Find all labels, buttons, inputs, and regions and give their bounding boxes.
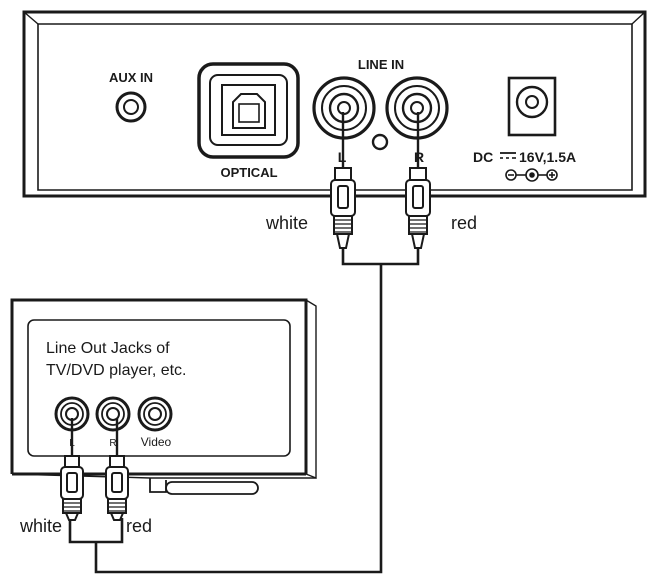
dc-label: DC: [473, 149, 493, 165]
dc-symbol-icon: [500, 152, 516, 159]
optical-label: OPTICAL: [220, 165, 277, 180]
tv-caption-line1: Line Out Jacks of: [46, 340, 170, 357]
device-rear-panel: [22, 10, 647, 198]
tv-jack-right-label: R: [109, 438, 116, 449]
top-red-label: red: [451, 213, 477, 233]
top-white-label: white: [265, 213, 308, 233]
aux-in-jack: [115, 91, 147, 123]
bottom-white-label: white: [19, 516, 62, 536]
rca-plug-red-top: [405, 112, 431, 249]
aux-in-label: AUX IN: [109, 70, 153, 85]
optical-port: [197, 62, 300, 159]
rca-plug-white-bottom: [60, 418, 84, 521]
line-in-label: LINE IN: [358, 57, 404, 72]
rca-plug-white-top: [330, 112, 356, 249]
dc-power-jack: [507, 76, 557, 137]
tv-jack-video: [137, 396, 173, 432]
tv-jack-right: [95, 396, 131, 432]
tv-device: [10, 298, 317, 495]
polarity-icon: [505, 168, 558, 182]
tv-jack-video-label: Video: [141, 435, 172, 449]
dc-rating: 16V,1.5A: [519, 149, 576, 165]
audio-cable: [68, 248, 420, 574]
rca-plug-red-bottom: [105, 418, 129, 521]
indicator-hole: [371, 133, 389, 151]
tv-caption-line2: TV/DVD player, etc.: [46, 362, 187, 379]
bottom-red-label: red: [126, 516, 152, 536]
